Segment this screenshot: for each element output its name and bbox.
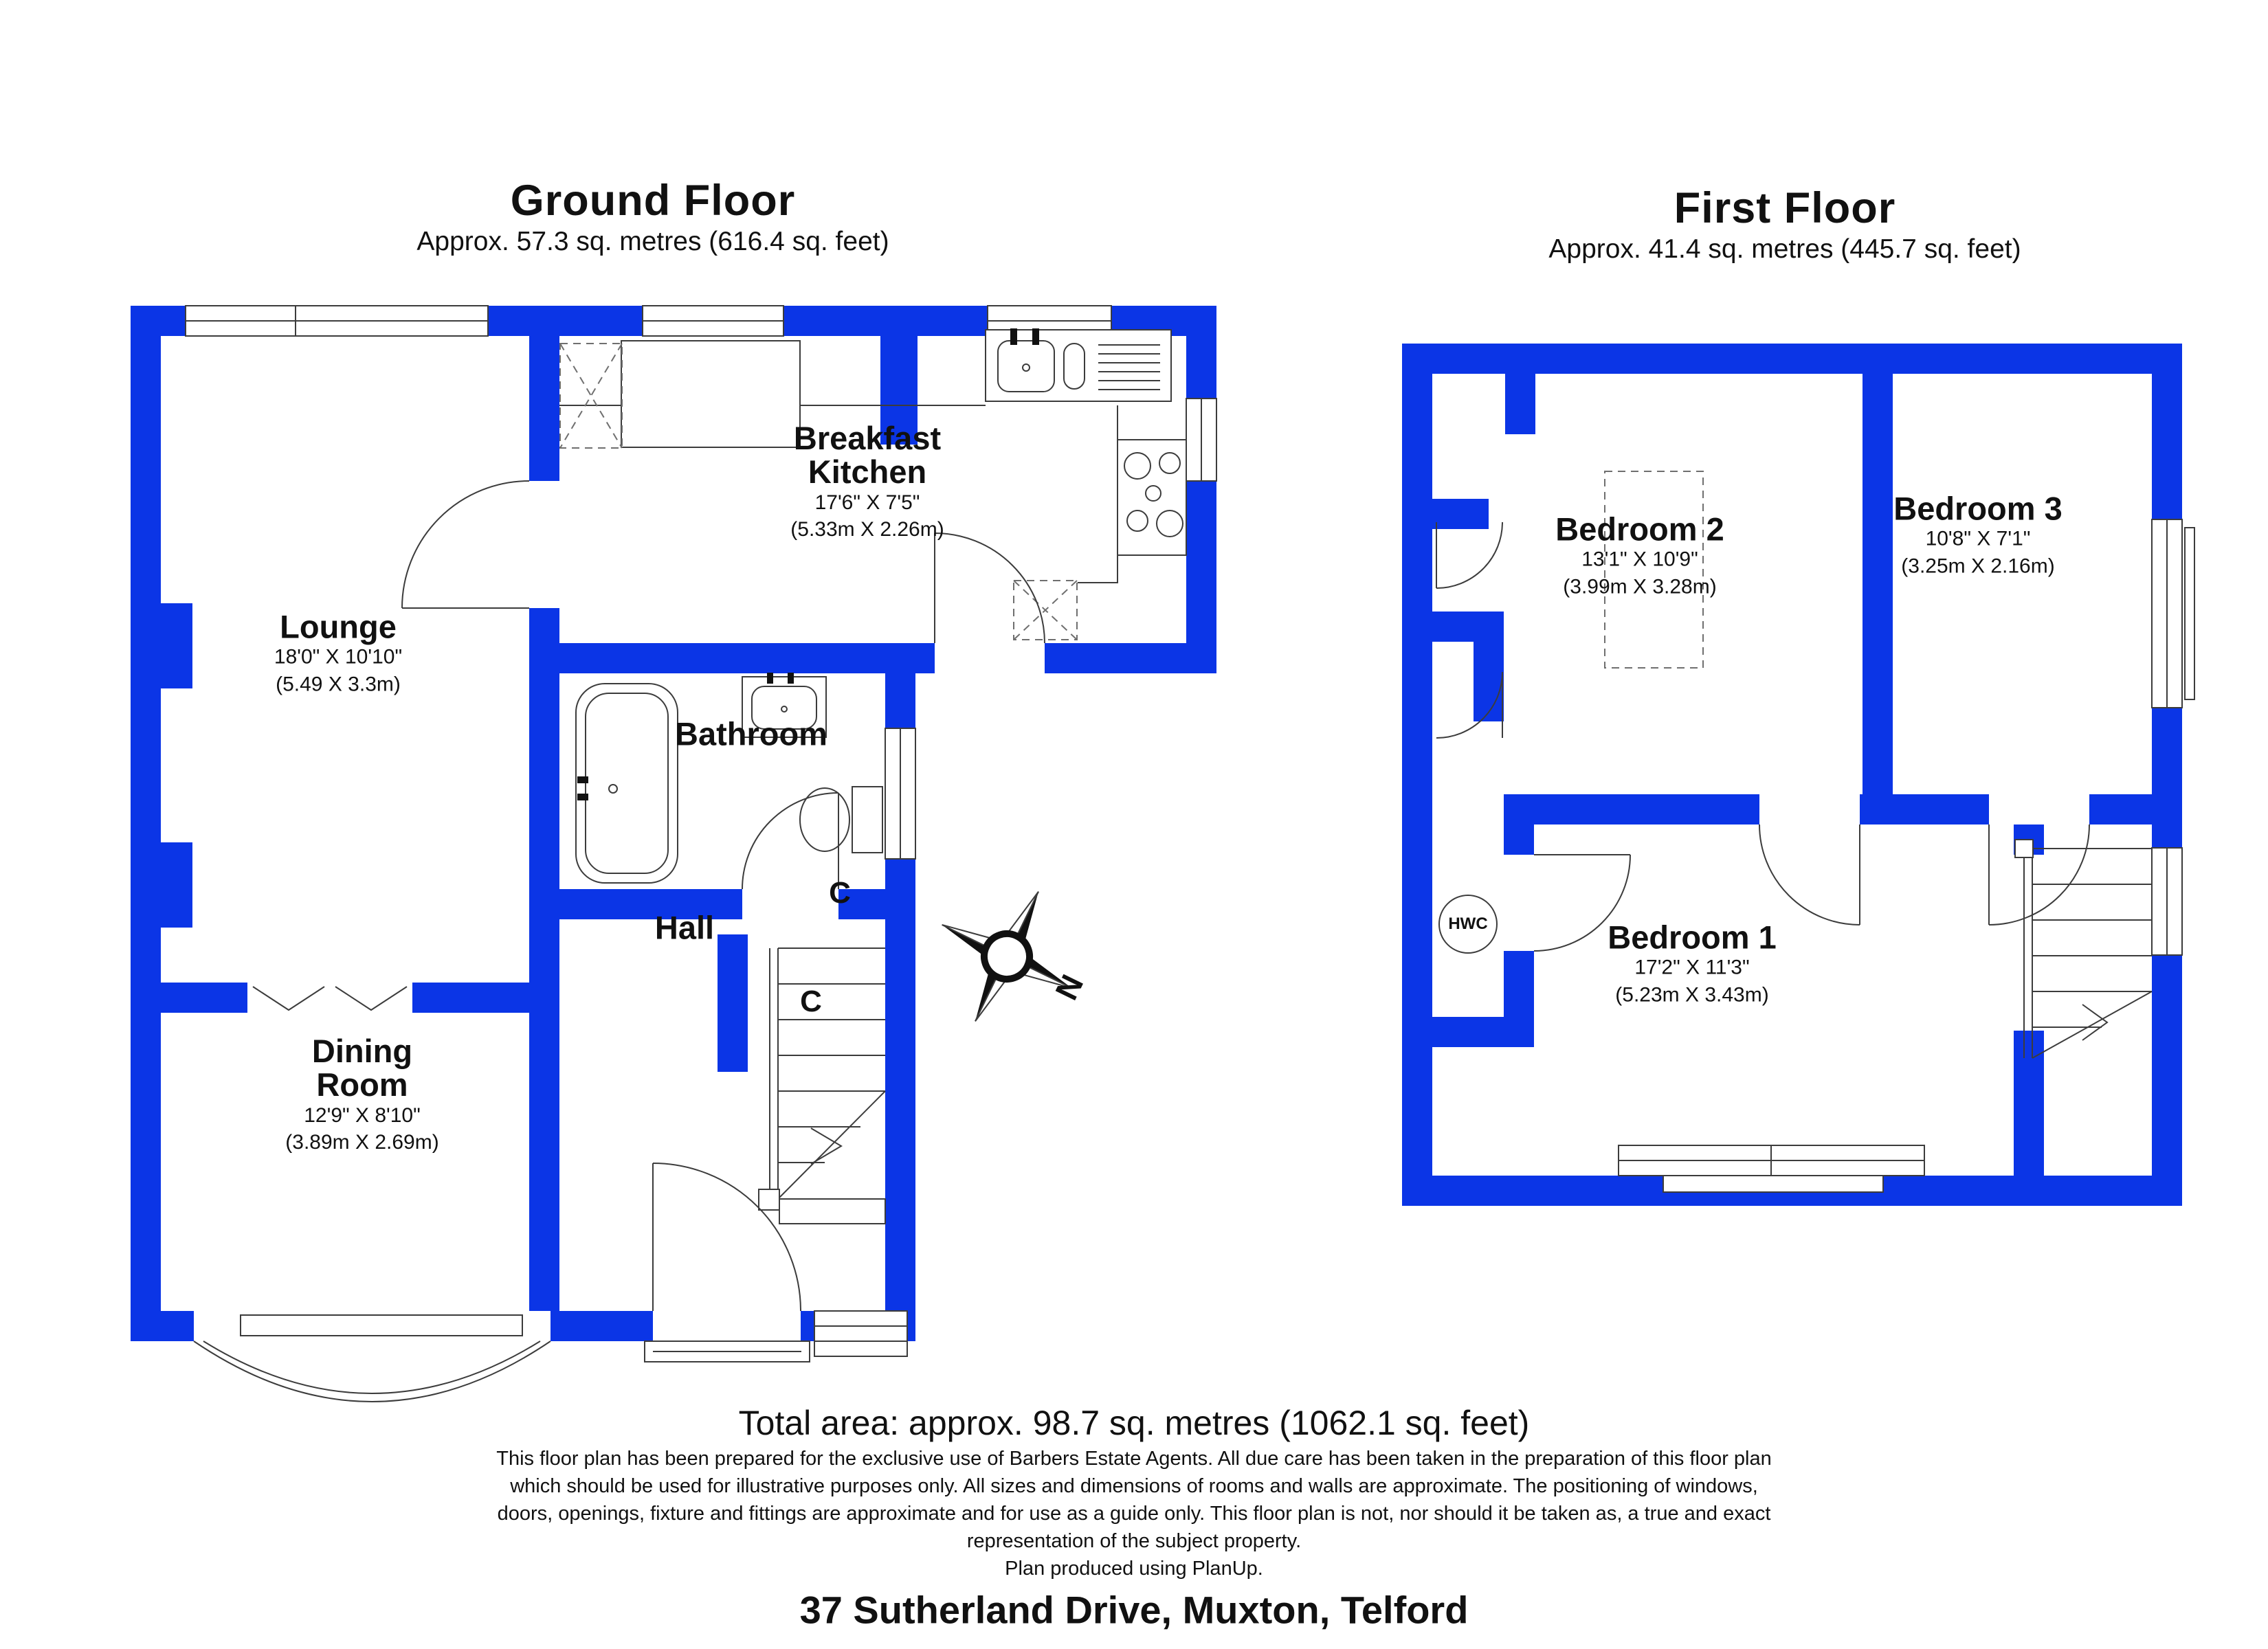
- disclaimer-text: This floor plan has been prepared for th…: [496, 1445, 1772, 1582]
- kitchen-back-door: [934, 532, 1045, 644]
- room-name: Dining: [311, 1033, 413, 1070]
- dining-double-doors: [252, 986, 408, 1011]
- room-dims-ft: 13'1" X 10'9": [1581, 548, 1698, 572]
- kitchen-counter: [621, 340, 801, 448]
- ground-doors: [252, 480, 1045, 1362]
- first-interior-walls: [1432, 374, 2152, 1176]
- hwc-cylinder: [1438, 895, 1498, 954]
- first-exterior-walls: [1402, 344, 2182, 1206]
- room-label-bedroom-1: Bedroom 1 17'2" X 11'3" (5.23m X 3.43m): [1608, 919, 1777, 1009]
- room-name: Room: [316, 1066, 408, 1103]
- lounge-window: [185, 305, 489, 337]
- room-name: Bedroom 2: [1555, 511, 1724, 548]
- room-dims-m: (3.25m X 2.16m): [1901, 554, 2055, 578]
- first-doors: [1436, 521, 2090, 952]
- room-dims-m: (5.33m X 2.26m): [790, 518, 944, 541]
- bathroom-window: [885, 728, 916, 860]
- room-dims-ft: 12'9" X 8'10": [304, 1103, 421, 1127]
- bathroom-door: [742, 792, 839, 890]
- room-name: Breakfast: [793, 420, 942, 457]
- newel-post: [758, 1189, 780, 1211]
- kitchen-side-window: [1186, 398, 1217, 482]
- room-name: Lounge: [280, 608, 397, 645]
- total-area-text: Total area: approx. 98.7 sq. metres (106…: [738, 1404, 1530, 1442]
- bedroom3-window: [2151, 519, 2195, 708]
- appliance-space-2: [1013, 580, 1078, 640]
- hall-front-window: [814, 1310, 908, 1357]
- first-floor-plan: [1402, 344, 2195, 1206]
- compass-rose: [942, 891, 1072, 1022]
- room-label-bedroom-3: Bedroom 3 10'8" X 7'1" (3.25m X 2.16m): [1893, 490, 2063, 581]
- first-floor-area: Approx. 41.4 sq. metres (445.7 sq. feet): [1548, 234, 2021, 264]
- newel-post: [2014, 839, 2034, 858]
- room-dims-ft: 17'2" X 11'3": [1634, 956, 1750, 980]
- bathroom-fixtures: [575, 673, 883, 884]
- hwc-cupboard-door: [1533, 854, 1631, 952]
- room-dims-m: (3.99m X 3.28m): [1563, 575, 1717, 598]
- bathtub: [575, 683, 678, 884]
- disclaimer-line: doors, openings, fixture and fittings ar…: [497, 1503, 1771, 1525]
- first-door-openings: [1504, 794, 2089, 951]
- room-name: Kitchen: [808, 453, 927, 491]
- kitchen-window: [642, 305, 784, 337]
- room-dims-ft: 18'0" X 10'10": [274, 646, 403, 669]
- first-windows: [1618, 519, 2195, 1193]
- cupboard-label-1: C: [829, 876, 851, 910]
- basin: [742, 673, 827, 738]
- toilet: [799, 786, 883, 853]
- room-label-bathroom: Bathroom: [675, 715, 827, 752]
- room-label-breakfast-kitchen: Breakfast Kitchen 17'6" X 7'5" (5.33m X …: [790, 421, 944, 543]
- disclaimer-line: representation of the subject property.: [966, 1530, 1302, 1552]
- landing-cupboard-door-2: [1436, 671, 1503, 739]
- room-label-bedroom-2: Bedroom 2 13'1" X 10'9" (3.99m X 3.28m): [1555, 511, 1724, 601]
- cupboard-label-2: C: [800, 985, 822, 1018]
- ground-stairs: [758, 947, 886, 1224]
- bedroom2-door: [1759, 824, 1860, 926]
- disclaimer-line: which should be used for illustrative pu…: [510, 1475, 1758, 1497]
- hwc-label: HWC: [1448, 915, 1488, 933]
- room-name: Bedroom 3: [1893, 490, 2063, 527]
- room-label-lounge: Lounge 18'0" X 10'10" (5.49 X 3.3m): [274, 608, 403, 699]
- room-dims-ft: 17'6" X 7'5": [814, 491, 920, 514]
- property-address: 37 Sutherland Drive, Muxton, Telford: [799, 1588, 1469, 1632]
- bedroom3-door: [1988, 824, 2090, 926]
- room-name: Bedroom 1: [1608, 919, 1777, 956]
- ground-interior-walls: [161, 336, 918, 1311]
- kitchen-sink: [985, 328, 1172, 402]
- kitchen-fixtures: [559, 328, 1187, 640]
- ground-floor-title: Ground Floor: [510, 177, 796, 225]
- room-dims-ft: 10'8" X 7'1": [1925, 528, 2031, 551]
- room-dims-m: (5.49 X 3.3m): [276, 673, 401, 696]
- first-floor-title: First Floor: [1674, 184, 1896, 232]
- landing-cupboard-door-1: [1436, 521, 1503, 589]
- bay-window: [193, 1314, 551, 1402]
- wardrobe-outline: [1604, 471, 1704, 669]
- ground-floor-plan: [131, 305, 1217, 1402]
- room-dims-m: (3.89m X 2.69m): [285, 1131, 439, 1154]
- first-stairs: [2014, 839, 2153, 1059]
- room-label-hall: Hall: [654, 909, 715, 946]
- stairs-window: [2151, 847, 2183, 956]
- produced-with-line: Plan produced using PlanUp.: [1005, 1558, 1263, 1580]
- front-door: [644, 1163, 810, 1362]
- bedroom1-window: [1618, 1145, 1925, 1193]
- hob: [1078, 405, 1187, 583]
- ground-floor-area: Approx. 57.3 sq. metres (616.4 sq. feet): [416, 227, 889, 256]
- appliance-space-1: [559, 343, 623, 449]
- disclaimer-line: This floor plan has been prepared for th…: [496, 1448, 1772, 1470]
- lounge-door: [401, 480, 530, 609]
- ground-windows: [185, 305, 1217, 1357]
- room-label-dining-room: Dining Room 12'9" X 8'10" (3.89m X 2.69m…: [285, 1034, 438, 1156]
- room-dims-m: (5.23m X 3.43m): [1615, 983, 1769, 1007]
